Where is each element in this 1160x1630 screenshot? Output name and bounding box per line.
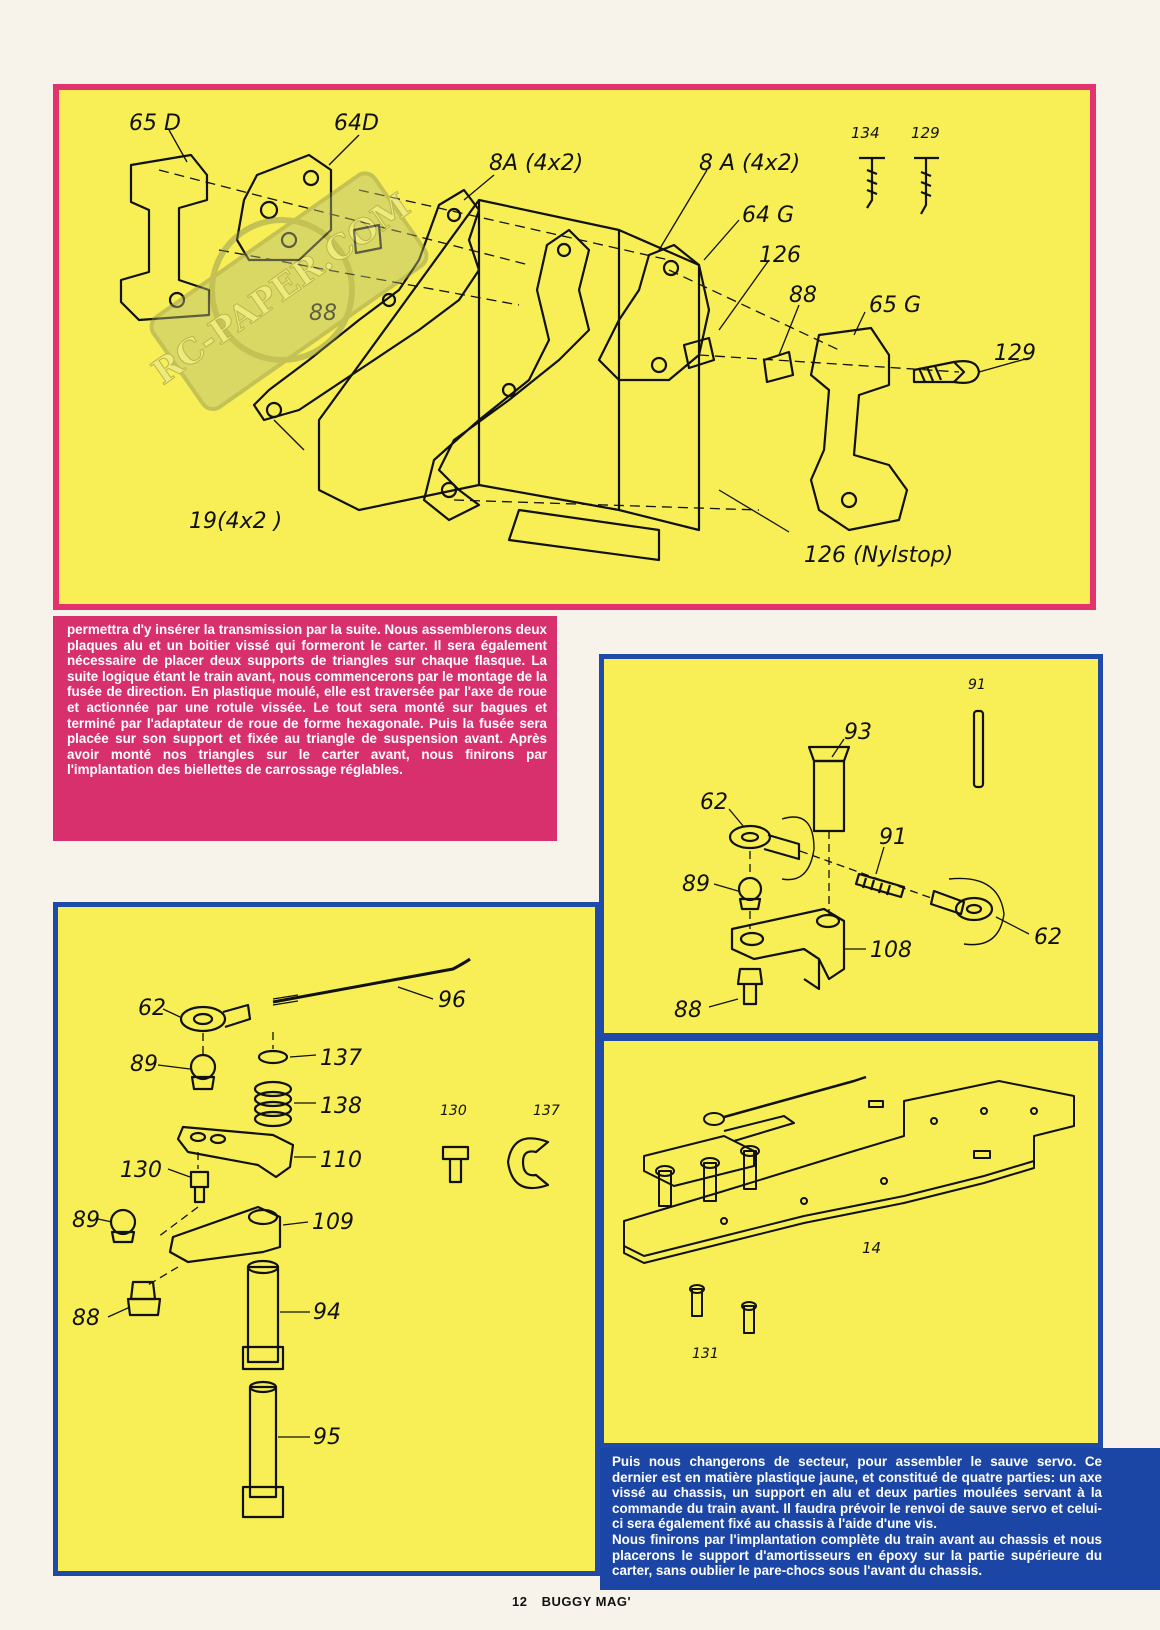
label-88: 88 xyxy=(674,998,702,1023)
label-65g: 65 G xyxy=(869,293,921,318)
label-91-top: 91 xyxy=(968,677,986,693)
text-2-paragraph-1: Puis nous changerons de secteur, pour as… xyxy=(612,1454,1102,1532)
magazine-title: BUGGY MAG' xyxy=(541,1594,632,1609)
watermark-stamp: RC-PAPER.COM xyxy=(92,100,472,480)
label-129-right: 129 xyxy=(994,341,1036,366)
label-64d: 64D xyxy=(334,111,379,136)
label-89-left: 89 xyxy=(72,1208,100,1233)
label-134: 134 xyxy=(851,124,880,142)
label-91-mid: 91 xyxy=(879,825,907,850)
servo-saver-drawing: 62 96 89 137 138 130 110 89 109 88 94 95… xyxy=(72,957,560,1519)
label-94: 94 xyxy=(313,1300,341,1325)
figure-3-servo-saver-exploded: 62 96 89 137 138 130 110 89 109 88 94 95… xyxy=(53,902,600,1576)
label-130: 130 xyxy=(120,1158,162,1183)
figure-4-chassis-plate: 14 131 xyxy=(599,1036,1103,1448)
label-65d: 65 D xyxy=(129,111,181,136)
label-14: 14 xyxy=(862,1239,881,1257)
chassis-plate-drawing: 14 131 xyxy=(623,1075,1075,1362)
text-1-paragraph: permettra d'y insérer la transmission pa… xyxy=(67,622,547,778)
label-8a-left: 8A (4x2) xyxy=(489,151,583,176)
label-88: 88 xyxy=(72,1306,100,1331)
label-96: 96 xyxy=(438,988,466,1013)
text-block-1: permettra d'y insérer la transmission pa… xyxy=(53,616,557,841)
text-2-paragraph-2: Nous finirons par l'implantation complèt… xyxy=(612,1531,1102,1579)
label-137: 137 xyxy=(320,1046,362,1071)
label-137-small: 137 xyxy=(533,1103,560,1119)
figure-2-steering-link: 91 93 62 91 89 108 62 88 xyxy=(599,654,1103,1038)
label-129-top: 129 xyxy=(911,124,940,142)
steering-link-drawing: 91 93 62 91 89 108 62 88 xyxy=(674,677,1062,1023)
page-footer: 12 BUGGY MAG' xyxy=(512,1594,641,1609)
label-89: 89 xyxy=(682,872,710,897)
figure-1-exploded-gearbox: 65 D 64D 8A (4x2) 8 A (4x2) 134 129 64 G… xyxy=(53,84,1096,610)
label-89-top: 89 xyxy=(130,1052,158,1077)
label-108: 108 xyxy=(870,938,912,963)
label-62: 62 xyxy=(138,996,166,1021)
label-93: 93 xyxy=(844,720,872,745)
text-block-2: Puis nous changerons de secteur, pour as… xyxy=(600,1448,1160,1590)
label-126: 126 xyxy=(759,243,801,268)
label-88-left: 88 xyxy=(309,301,337,326)
label-62-left: 62 xyxy=(700,790,728,815)
label-95: 95 xyxy=(313,1425,341,1450)
label-62-right: 62 xyxy=(1034,925,1062,950)
gearbox-drawing: 65 D 64D 8A (4x2) 8 A (4x2) 134 129 64 G… xyxy=(119,111,1036,568)
label-130-small: 130 xyxy=(440,1103,467,1119)
page-number: 12 xyxy=(512,1594,528,1609)
label-109: 109 xyxy=(312,1210,354,1235)
label-88-right: 88 xyxy=(789,283,817,308)
label-8a-right: 8 A (4x2) xyxy=(699,151,800,176)
label-138: 138 xyxy=(320,1094,362,1119)
label-126-nylstop: 126 (Nylstop) xyxy=(804,543,953,568)
label-64g: 64 G xyxy=(742,203,794,228)
label-19: 19(4x2 ) xyxy=(189,509,282,534)
label-110: 110 xyxy=(320,1148,362,1173)
label-131: 131 xyxy=(692,1346,719,1362)
